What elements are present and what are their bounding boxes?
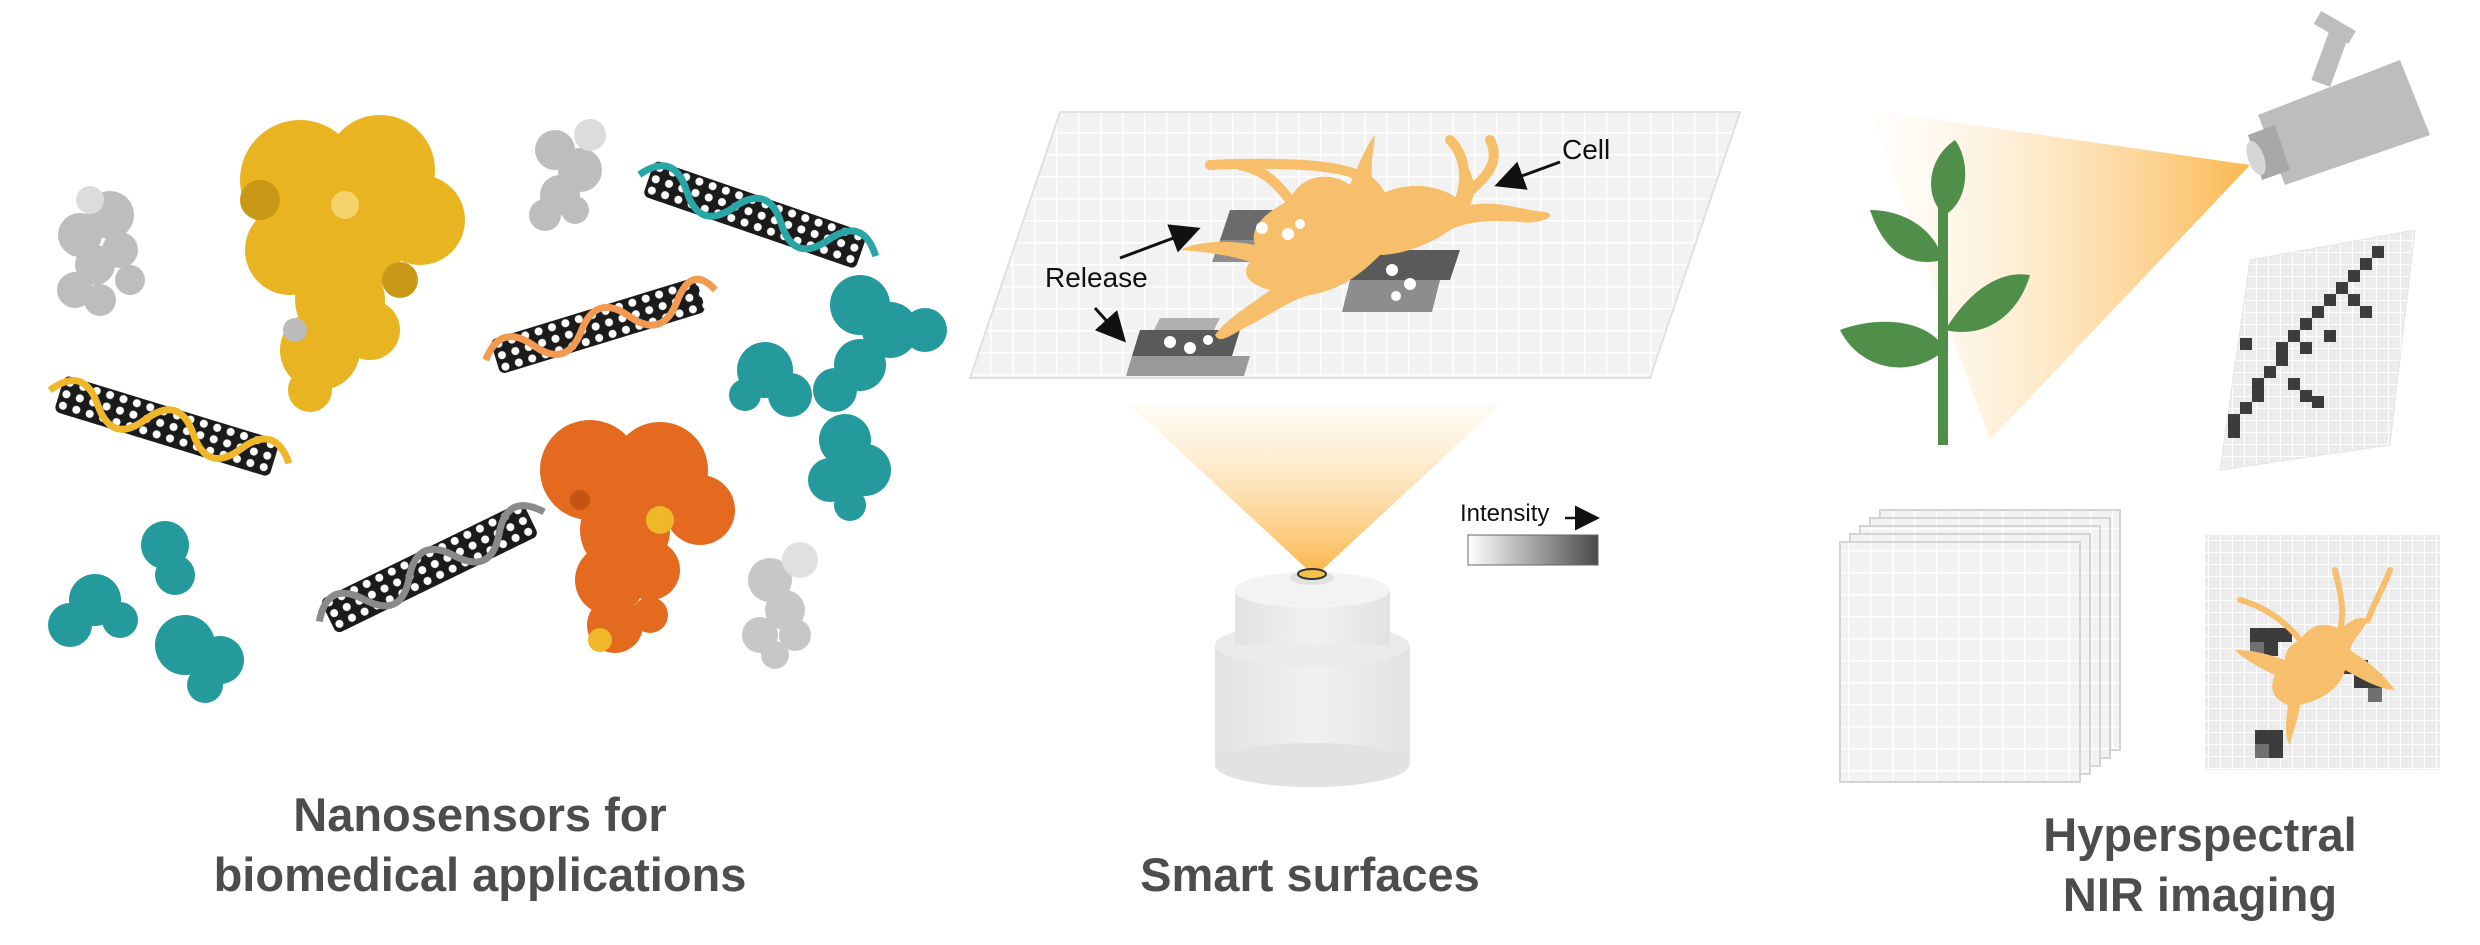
hyperspectral-panel bbox=[1839, 10, 2440, 783]
light-cone bbox=[1130, 405, 1500, 570]
release-arrow-2 bbox=[1093, 306, 1127, 343]
carbon-nanotube-1 bbox=[637, 161, 880, 268]
plant-icon bbox=[1840, 140, 2030, 445]
pixelated-image bbox=[2219, 229, 2416, 471]
carbon-nanotube-4 bbox=[315, 502, 546, 633]
carbon-nanotube-3 bbox=[47, 376, 293, 476]
teal-antibody-1 bbox=[729, 275, 947, 521]
hyperspectral-cube bbox=[1839, 509, 2121, 783]
smart-surfaces-title-text: Smart surfaces bbox=[1140, 848, 1480, 901]
objective-lens bbox=[1297, 568, 1327, 580]
teal-antibody-2 bbox=[48, 521, 244, 703]
nanosensors-panel bbox=[47, 115, 947, 703]
neuron-cell bbox=[1180, 135, 1551, 340]
microscope-objective-icon bbox=[1215, 568, 1410, 787]
hyperspectral-title: Hyperspectral NIR imaging bbox=[1920, 805, 2480, 925]
grey-protein-2 bbox=[529, 119, 606, 231]
yellow-spike-protein bbox=[240, 115, 465, 412]
grey-protein-1 bbox=[57, 186, 145, 316]
orange-spike-protein bbox=[540, 420, 735, 653]
hyperspectral-result bbox=[2205, 535, 2440, 770]
nanosensors-title-line2: biomedical applications bbox=[213, 848, 747, 901]
smart-surfaces-panel bbox=[968, 111, 1742, 787]
grey-protein-3 bbox=[742, 542, 818, 669]
intensity-label: Intensity bbox=[1460, 500, 1550, 527]
release-arrow-1 bbox=[1119, 224, 1201, 260]
hyperspectral-title-line1: Hyperspectral bbox=[2043, 808, 2357, 861]
nanosensors-title: Nanosensors for biomedical applications bbox=[130, 785, 830, 905]
carbon-nanotube-2 bbox=[482, 275, 718, 373]
hyperspectral-title-line2: NIR imaging bbox=[2062, 868, 2338, 921]
intensity-colorbar bbox=[1467, 534, 1599, 566]
nanosensors-title-line1: Nanosensors for bbox=[293, 788, 667, 841]
camera-icon bbox=[2246, 10, 2430, 185]
neuron-cell-small bbox=[2235, 618, 2395, 745]
camera-beam bbox=[1870, 110, 2250, 440]
neuron-branch-1 bbox=[1205, 135, 1499, 205]
release-label: Release bbox=[1045, 262, 1148, 293]
smart-surfaces-title: Smart surfaces bbox=[1010, 845, 1610, 905]
cell-arrow bbox=[1494, 160, 1561, 190]
cell-label: Cell bbox=[1562, 134, 1611, 165]
release-spots bbox=[1164, 219, 1416, 354]
